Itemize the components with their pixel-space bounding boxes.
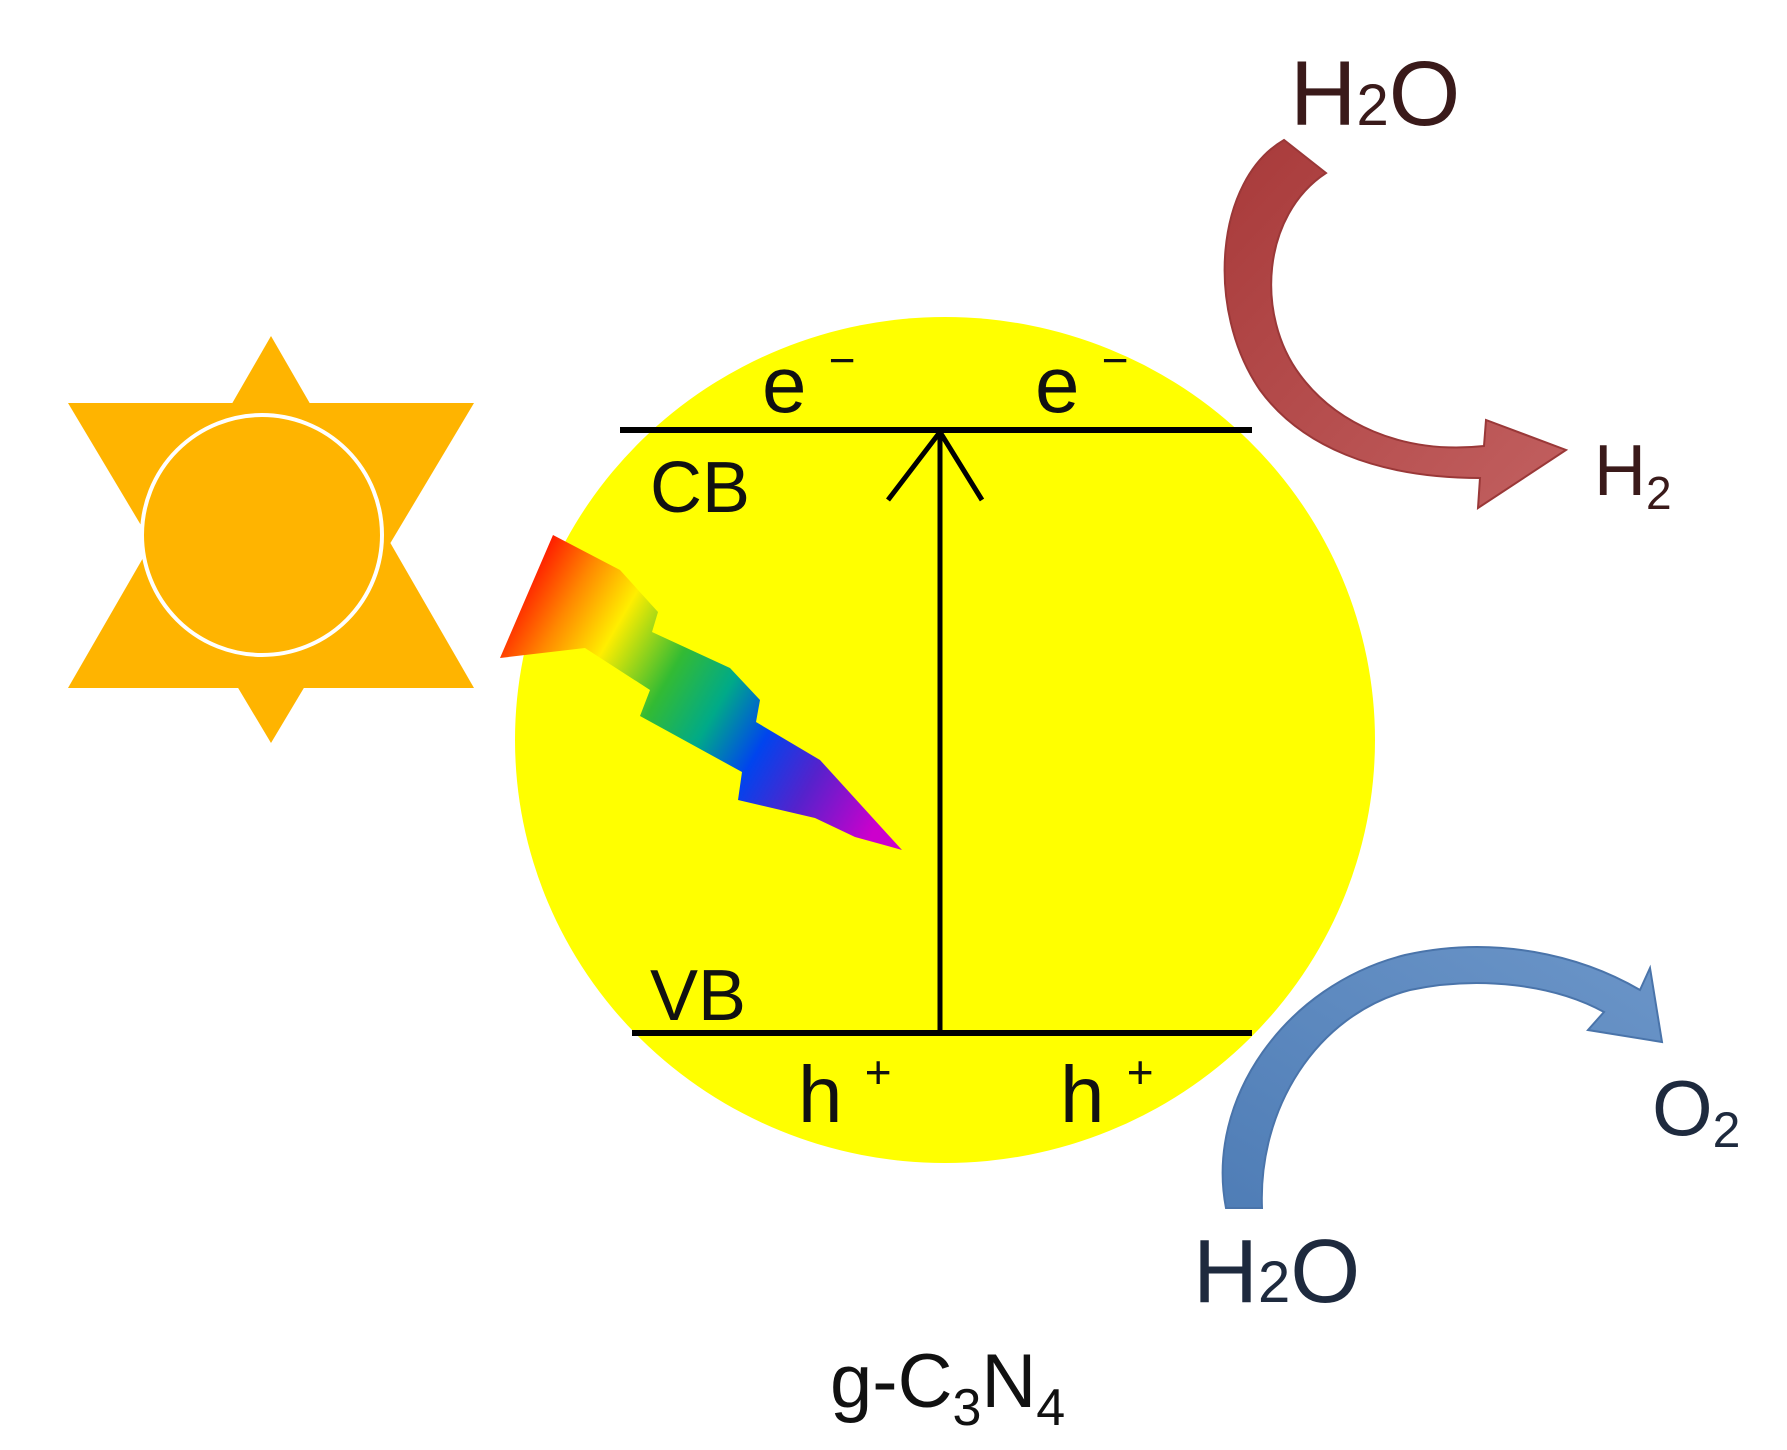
electron-symbol: e <box>762 340 807 429</box>
semiconductor-particle <box>515 317 1375 1163</box>
reduction-reactant-label: H2O <box>1290 43 1460 145</box>
vb-label: VB <box>650 956 746 1036</box>
electron-symbol: e <box>1035 340 1080 429</box>
material-label: g-C3N4 <box>830 1339 1065 1437</box>
oxidation-arrow <box>1221 946 1664 1209</box>
electron-charge: − <box>829 334 856 386</box>
excitation-arrow <box>886 427 985 1033</box>
hole-charge: + <box>865 1046 892 1098</box>
sun-icon <box>68 336 474 743</box>
oxidation-reactant-label: H2O <box>1193 1222 1360 1322</box>
hole-label-left: h + <box>798 1046 892 1139</box>
lightning-bolt-icon <box>500 535 902 850</box>
oxidation-product-label: O2 <box>1652 1064 1740 1158</box>
electron-label-right: e − <box>1035 334 1129 429</box>
hole-charge: + <box>1127 1046 1154 1098</box>
reduction-arrow <box>1223 138 1569 510</box>
cb-label: CB <box>650 448 750 528</box>
electron-label-left: e − <box>762 334 856 429</box>
sun-disc <box>140 413 384 657</box>
electron-charge: − <box>1102 334 1129 386</box>
hole-label-right: h + <box>1060 1046 1154 1139</box>
hole-symbol: h <box>1060 1050 1105 1139</box>
hole-symbol: h <box>798 1050 843 1139</box>
reduction-product-label: H2 <box>1594 431 1672 519</box>
